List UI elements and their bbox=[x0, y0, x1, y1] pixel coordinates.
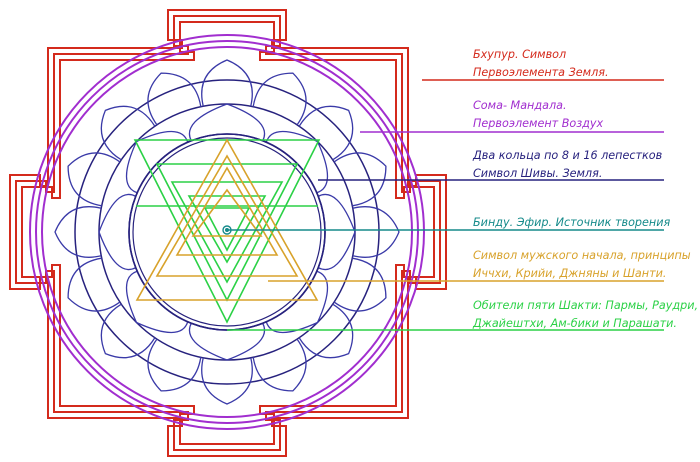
bhupura-outline-2 bbox=[15, 15, 441, 451]
label-soma-line2: Первоэлемент Воздух bbox=[473, 117, 604, 130]
sixteen-petal-petal bbox=[100, 303, 156, 359]
eight-petal-petal bbox=[188, 103, 266, 142]
shiva-triangle-4 bbox=[191, 188, 263, 237]
sixteen-petal-petal bbox=[352, 206, 400, 258]
soma-circle-1 bbox=[29, 34, 425, 430]
label-rings-line1: Два кольца по 8 и 16 лепестков bbox=[473, 149, 663, 162]
sixteen-petal-petal bbox=[147, 338, 202, 392]
shakti-triangle-5 bbox=[203, 207, 251, 252]
sixteen-petal-petal bbox=[333, 257, 387, 312]
sixteen-petal-petal bbox=[201, 357, 253, 405]
label-soma-mandala: Сома- Мандала. Первоэлемент Воздух bbox=[473, 97, 697, 133]
shiva-triangle-1 bbox=[135, 138, 319, 301]
sixteen-petal-petal bbox=[252, 338, 307, 392]
label-shakti-abodes: Обители пяти Шакти: Пармы, Раудри, Джайе… bbox=[473, 297, 699, 333]
label-rings-line2: Символ Шивы. Земля. bbox=[473, 167, 603, 180]
eight-petal-petal bbox=[125, 270, 189, 334]
sixteen-petal-petal bbox=[100, 105, 156, 161]
sixteen-petal-outer-circle bbox=[74, 79, 380, 385]
label-shiva-rings: Два кольца по 8 и 16 лепестков Символ Ши… bbox=[473, 147, 697, 183]
soma-mandala-circles bbox=[29, 34, 425, 430]
shiva-triangles bbox=[135, 138, 319, 301]
shiva-triangle-3 bbox=[175, 166, 279, 256]
shakti-triangle-3 bbox=[170, 181, 284, 284]
soma-circle-3 bbox=[41, 46, 413, 418]
soma-circle-2 bbox=[35, 40, 419, 424]
sixteen-petal-petal bbox=[298, 303, 354, 359]
sixteen-petal-petal bbox=[252, 72, 307, 126]
inner-circle-2 bbox=[132, 137, 322, 327]
bhupura-outline-3 bbox=[21, 21, 435, 445]
sixteen-petal-petal bbox=[147, 72, 202, 126]
sixteen-petal-petal bbox=[333, 152, 387, 207]
label-bindu: Бинду. Эфир. Источник творения bbox=[473, 214, 697, 232]
label-shakti-line2: Джайештхи, Ам-бики и Парашати. bbox=[473, 317, 677, 330]
eight-petal-petal bbox=[317, 193, 356, 271]
sixteen-petal-petal bbox=[298, 105, 354, 161]
eight-petal-petal bbox=[98, 193, 137, 271]
label-soma-line1: Сома- Мандала. bbox=[473, 99, 567, 112]
sixteen-petal-petal bbox=[67, 152, 121, 207]
sixteen-petal-petal bbox=[67, 257, 121, 312]
sixteen-petal-petal bbox=[201, 59, 253, 107]
label-bindu-line1: Бинду. Эфир. Источник творения bbox=[473, 216, 671, 229]
shiva-triangle-2 bbox=[155, 154, 299, 277]
label-male-line2: Иччхи, Крийи, Джняны и Шанти. bbox=[473, 267, 667, 280]
sixteen-petal-ring bbox=[54, 59, 400, 405]
shakti-triangle-2 bbox=[155, 163, 299, 302]
label-male-principle: Символ мужского начала, принципы Иччхи, … bbox=[473, 247, 697, 283]
sixteen-petal-petal bbox=[54, 206, 102, 258]
label-bhupura: Бхупур. Символ Первоэлемента Земля. bbox=[473, 46, 697, 82]
label-shakti-line1: Обители пяти Шакти: Пармы, Раудри, bbox=[473, 299, 699, 312]
leader-lines bbox=[227, 79, 664, 331]
eight-petal-petal bbox=[188, 322, 266, 361]
shakti-triangle-4 bbox=[187, 195, 267, 264]
label-male-line1: Символ мужского начала, принципы bbox=[473, 249, 691, 262]
label-bhupura-line2: Первоэлемента Земля. bbox=[473, 66, 609, 79]
label-bhupura-line1: Бхупур. Символ bbox=[473, 48, 567, 61]
